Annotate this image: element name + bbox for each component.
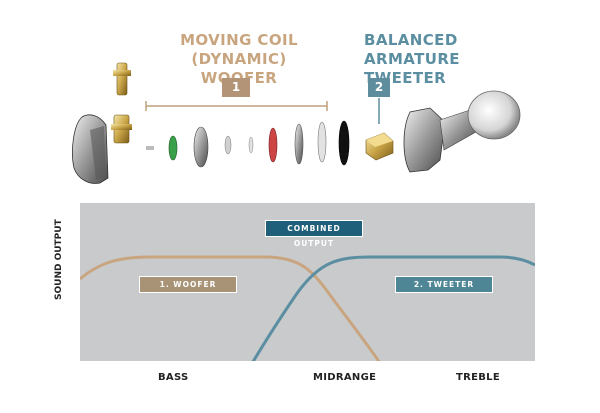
mmcx-connector-icon [111, 63, 132, 143]
tweeter-number-badge: 2 [368, 78, 390, 97]
woofer-bracket [146, 101, 327, 111]
combined-output-label: COMBINED OUTPUT [265, 220, 363, 237]
x-tick-treble: TREBLE [456, 372, 500, 383]
tweeter-heading-line1: BALANCED [364, 31, 524, 50]
y-axis-label: SOUND OUTPUT [54, 219, 64, 300]
nozzle-housing-icon [404, 91, 520, 172]
woofer-driver-parts [146, 121, 349, 167]
tweeter-label: 2. TWEETER [395, 276, 493, 293]
x-tick-bass: BASS [158, 372, 189, 383]
woofer-number-badge: 1 [222, 78, 250, 97]
woofer-heading-line1: MOVING COIL [160, 31, 318, 50]
woofer-label: 1. WOOFER [139, 276, 237, 293]
balanced-armature-driver-icon [366, 133, 393, 160]
earphone-shell-icon [72, 115, 108, 184]
x-tick-midrange: MIDRANGE [313, 372, 376, 383]
